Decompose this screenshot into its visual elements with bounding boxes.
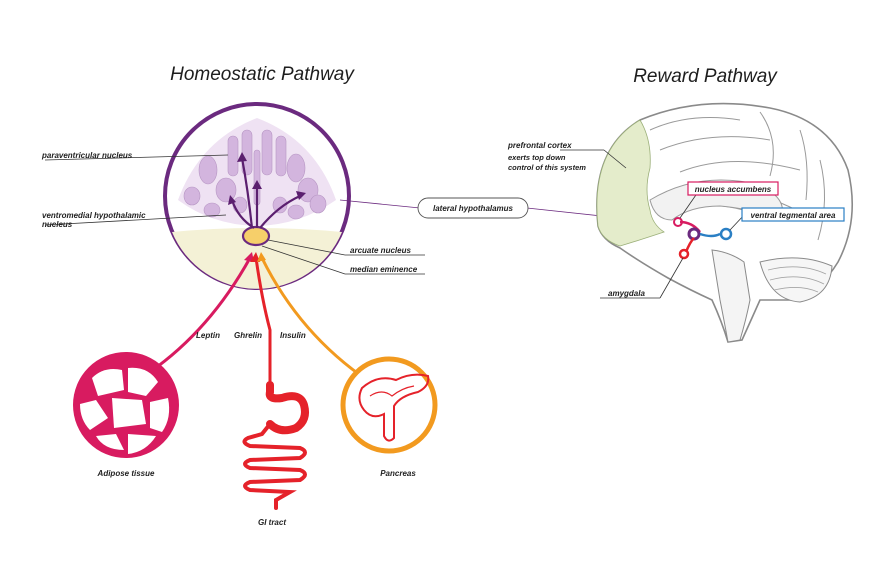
prefrontal-note-line2: control of this system xyxy=(508,163,586,172)
median-eminence-label: median eminence xyxy=(350,265,418,274)
ghrelin-label: Ghrelin xyxy=(234,331,262,340)
amygdala-label: amygdala xyxy=(608,289,645,298)
insulin-path xyxy=(257,252,371,384)
ventromedial-label-line2: nucleus xyxy=(42,220,73,229)
hypothalamus-circle xyxy=(163,102,351,290)
adipose-label: Adipose tissue xyxy=(97,469,155,478)
vta-label: ventral tegmental area xyxy=(751,211,836,220)
adipose-tissue xyxy=(73,352,179,458)
reward-circuit xyxy=(673,217,733,260)
gi-label: GI tract xyxy=(258,518,286,527)
prefrontal-label: prefrontal cortex xyxy=(507,141,572,150)
prefrontal-note-line1: exerts top down xyxy=(508,153,566,162)
paraventricular-label: paraventricular nucleus xyxy=(41,151,133,160)
ghrelin-path xyxy=(250,252,272,385)
brain-illustration xyxy=(596,102,853,343)
lateral-hypothalamus-label: lateral hypothalamus xyxy=(433,204,514,213)
reward-title: Reward Pathway xyxy=(633,66,778,87)
nucleus-accumbens-label: nucleus accumbens xyxy=(695,185,772,194)
leptin-label: Leptin xyxy=(196,331,220,340)
arcuate-label: arcuate nucleus xyxy=(350,246,411,255)
vta-box xyxy=(741,207,845,222)
nucleus-accumbens-box xyxy=(687,181,779,196)
gi-tract xyxy=(242,381,309,510)
ventromedial-label-line1: ventromedial hypothalamic xyxy=(42,211,146,220)
homeostatic-title: Homeostatic Pathway xyxy=(170,64,355,85)
pancreas xyxy=(340,356,438,454)
lateral-hypothalamus-pill xyxy=(417,197,529,219)
pancreas-label: Pancreas xyxy=(380,469,416,478)
insulin-label: Insulin xyxy=(280,331,306,340)
